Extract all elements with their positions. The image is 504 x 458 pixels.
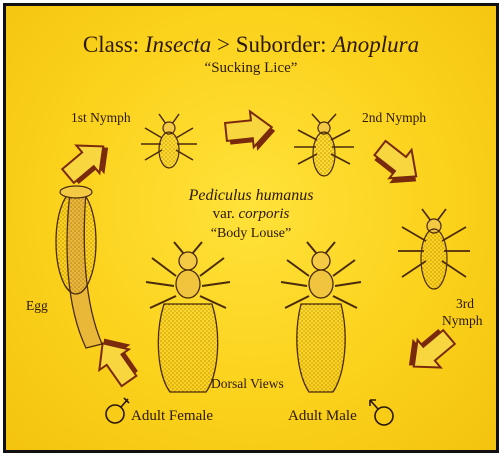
third-nymph-illustration	[398, 209, 470, 289]
arrow-nymph2-to-nymph3	[366, 134, 429, 196]
adult-female-illustration	[146, 242, 230, 392]
female-symbol-icon	[106, 398, 129, 423]
second-nymph-illustration	[294, 114, 354, 176]
male-symbol-icon	[370, 400, 393, 425]
adult-male-illustration	[281, 242, 361, 392]
first-nymph-illustration	[141, 114, 197, 168]
arrow-nymph3-to-male	[397, 320, 460, 382]
egg-illustration	[56, 186, 102, 348]
lifecycle-illustration	[6, 6, 496, 450]
arrow-egg-to-nymph1	[56, 131, 119, 193]
arrow-nymph1-to-nymph2	[224, 109, 277, 154]
slide-panel: Class: Insecta > Suborder: Anoplura “Suc…	[3, 3, 499, 453]
